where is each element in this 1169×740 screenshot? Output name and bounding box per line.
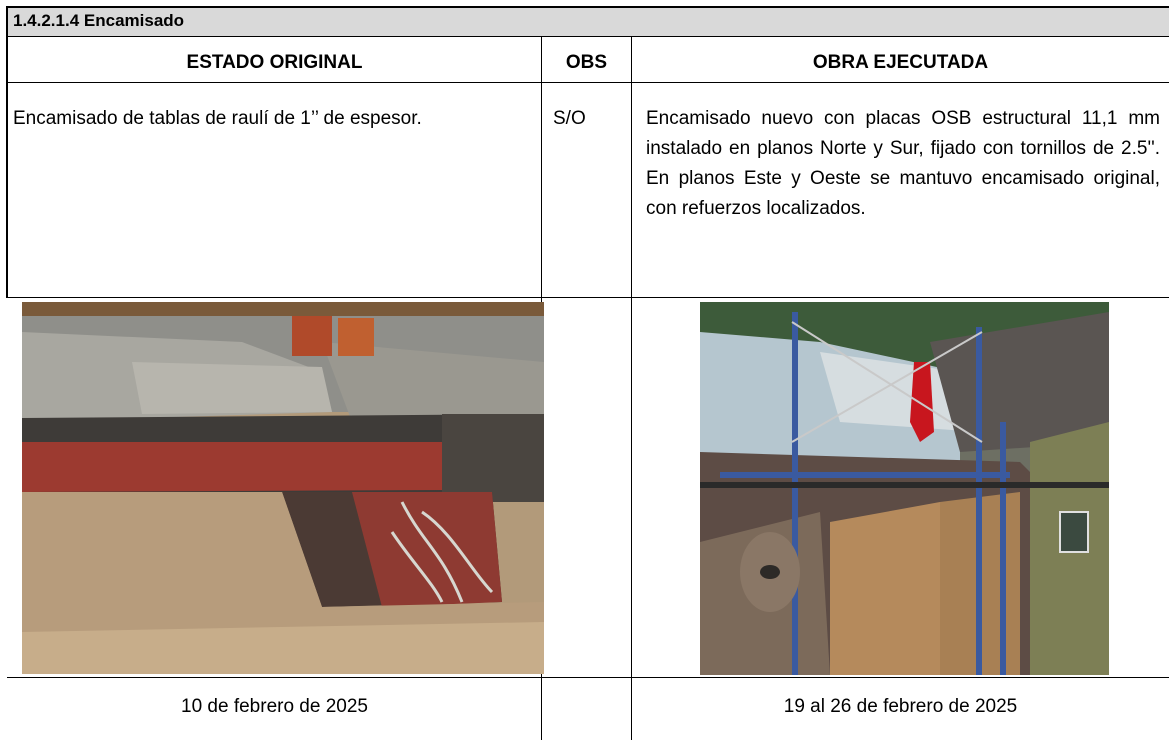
original-state-photo xyxy=(22,302,544,674)
section-title-bar xyxy=(7,7,1169,36)
table-border-top xyxy=(7,6,1169,8)
header-bottom-line xyxy=(7,82,1169,83)
text-row-bottom-line xyxy=(7,297,1169,298)
original-description: Encamisado de tablas de raulí de 1’’ de … xyxy=(13,108,422,129)
header-obra-ejecutada: OBRA EJECUTADA xyxy=(812,52,989,73)
header-obs: OBS xyxy=(565,52,608,73)
executed-photo-date: 19 al 26 de febrero de 2025 xyxy=(783,696,1018,717)
table-border-left xyxy=(6,6,8,298)
original-photo-date: 10 de febrero de 2025 xyxy=(181,696,368,717)
executed-work-photo xyxy=(700,302,1109,675)
obs-value: S/O xyxy=(553,108,586,129)
column-divider-2 xyxy=(631,37,632,740)
executed-description: Encamisado nuevo con placas OSB estructu… xyxy=(646,108,1160,219)
photo-row-bottom-line xyxy=(7,677,1169,678)
header-estado-original: ESTADO ORIGINAL xyxy=(186,52,363,73)
title-bar-bottom-line xyxy=(7,36,1169,37)
section-title: 1.4.2.1.4 Encamisado xyxy=(13,11,185,30)
column-divider-1 xyxy=(541,37,542,298)
